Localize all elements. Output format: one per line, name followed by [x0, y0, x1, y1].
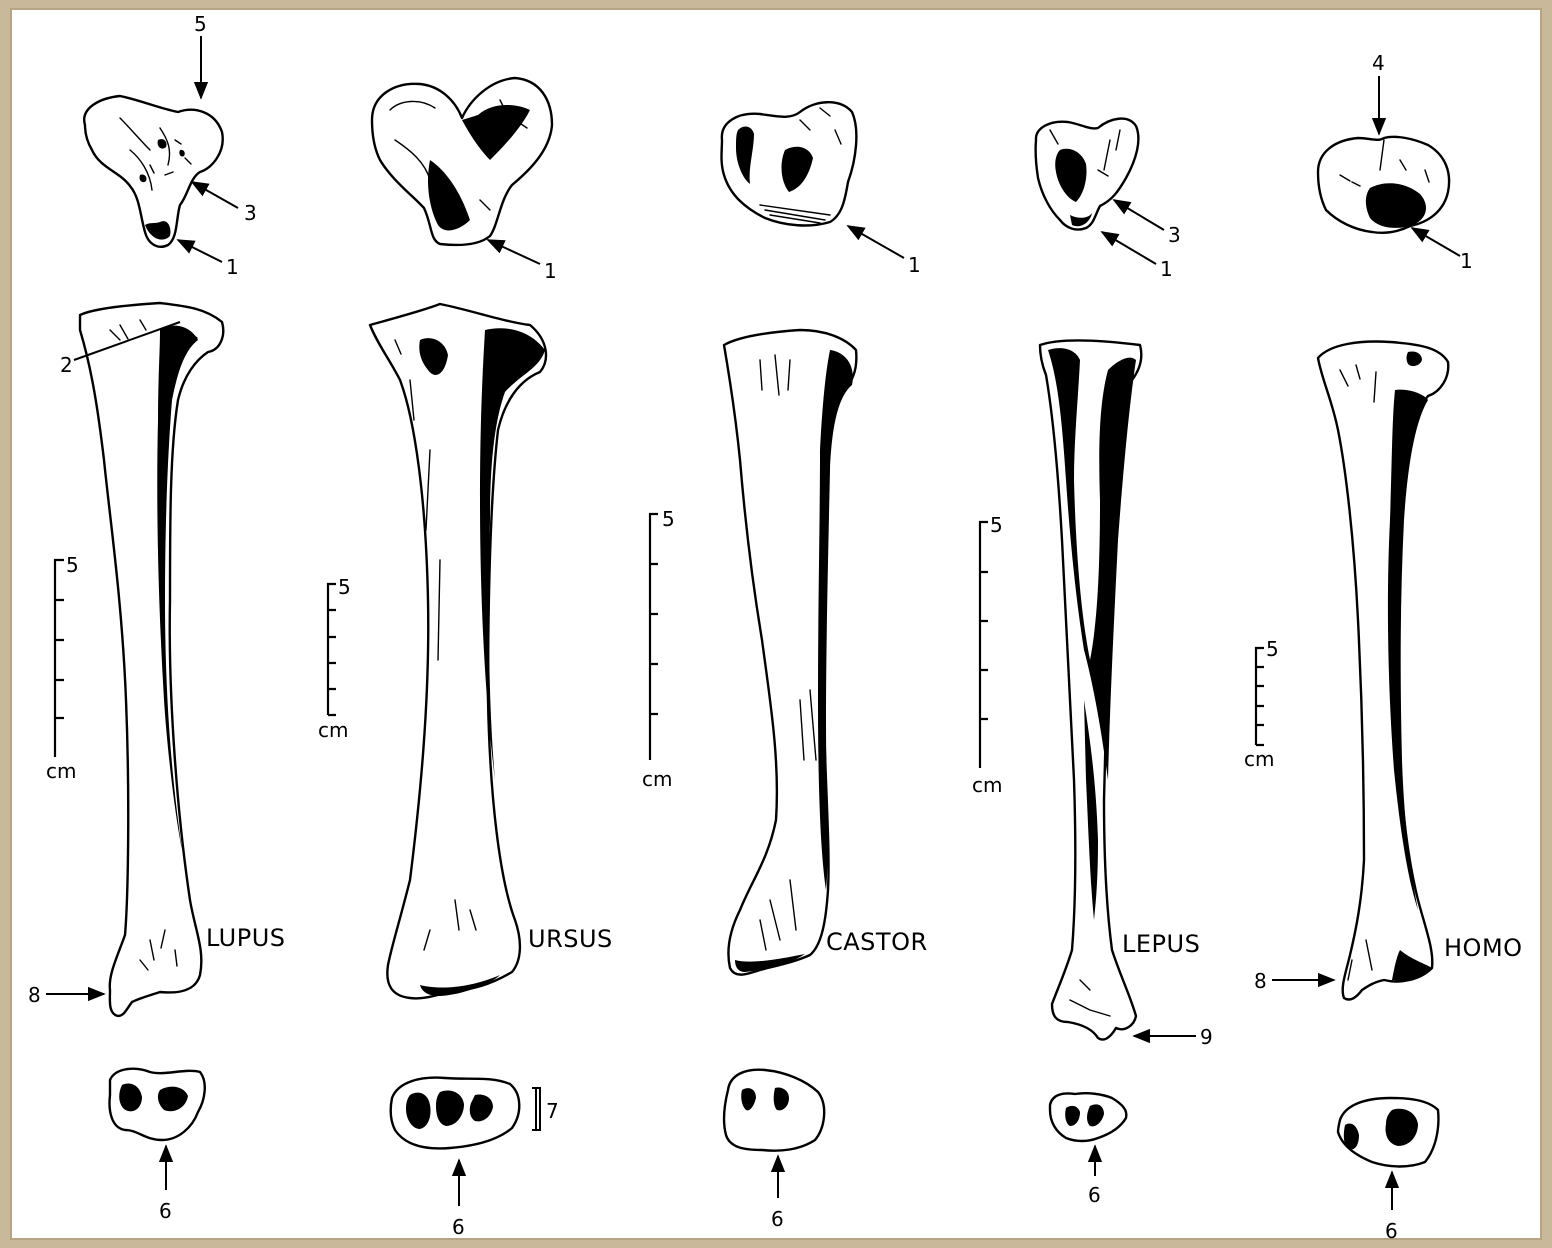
lupus-tibia [80, 303, 223, 1016]
callout-9: 9 [1200, 1025, 1213, 1049]
ursus-specimen: 5 cm 1 7 6 URSUS [318, 78, 613, 1239]
scale-label-5: 5 [990, 513, 1003, 537]
plate: 5 cm 5 3 1 2 8 6 LUPUS [10, 8, 1542, 1240]
callout-8: 8 [1254, 969, 1267, 993]
callout-1: 1 [908, 253, 921, 277]
lupus-scale-bar: 5 cm [46, 553, 79, 783]
castor-scale-bar: 5 cm [642, 507, 675, 791]
scale-unit: cm [318, 718, 348, 742]
callout-5: 5 [194, 12, 207, 36]
castor-tibia [724, 330, 856, 975]
scale-unit: cm [1244, 747, 1274, 771]
callout-6: 6 [452, 1215, 465, 1239]
callout-6: 6 [1088, 1183, 1101, 1207]
homo-specimen: 5 cm 4 1 8 6 HOMO [1244, 51, 1523, 1240]
ursus-proximal-view [372, 78, 552, 245]
specimen-label-castor: CASTOR [826, 928, 928, 956]
lepus-distal-view [1050, 1093, 1126, 1141]
castor-proximal-view [722, 102, 857, 225]
callout-8: 8 [28, 983, 41, 1007]
scale-label-5: 5 [662, 507, 675, 531]
scale-label-5: 5 [66, 553, 79, 577]
specimen-label-lepus: LEPUS [1122, 930, 1200, 958]
lupus-distal-view [110, 1069, 205, 1140]
specimen-label-lupus: LUPUS [206, 924, 286, 952]
homo-tibia [1318, 342, 1448, 1000]
scale-label-5: 5 [338, 575, 351, 599]
lupus-proximal-view [84, 96, 222, 247]
callout-1: 1 [1460, 249, 1473, 273]
lepus-scale-bar: 5 cm [972, 513, 1003, 797]
castor-distal-view [724, 1070, 824, 1151]
ursus-tibia [370, 304, 546, 998]
lepus-specimen: 5 cm 3 1 9 6 LEPUS [972, 119, 1213, 1207]
callout-3: 3 [1168, 223, 1181, 247]
scale-unit: cm [972, 773, 1002, 797]
scale-label-5: 5 [1266, 637, 1279, 661]
scale-unit: cm [46, 759, 76, 783]
tibia-comparison-figure: 5 cm 5 3 1 2 8 6 LUPUS [10, 8, 1542, 1240]
ursus-distal-view [391, 1078, 520, 1149]
lupus-specimen: 5 cm 5 3 1 2 8 6 LUPUS [28, 12, 286, 1223]
specimen-label-homo: HOMO [1444, 934, 1523, 962]
callout-6: 6 [159, 1199, 172, 1223]
callout-7: 7 [546, 1099, 559, 1123]
homo-distal-view [1338, 1098, 1438, 1167]
callout-6: 6 [1385, 1219, 1398, 1240]
scale-unit: cm [642, 767, 672, 791]
callout-4: 4 [1372, 51, 1385, 75]
callout-6: 6 [771, 1207, 784, 1231]
lepus-proximal-view [1036, 119, 1139, 230]
ursus-scale-bar: 5 cm [318, 575, 351, 742]
homo-proximal-view [1318, 137, 1449, 233]
callout-2: 2 [60, 353, 73, 377]
homo-scale-bar: 5 cm [1244, 637, 1279, 771]
callout-1: 1 [226, 255, 239, 279]
callout-3: 3 [244, 201, 257, 225]
callout-1: 1 [544, 259, 557, 283]
callout-1: 1 [1160, 257, 1173, 281]
specimen-label-ursus: URSUS [528, 925, 613, 953]
castor-specimen: 5 cm 1 6 CASTOR [642, 102, 928, 1231]
